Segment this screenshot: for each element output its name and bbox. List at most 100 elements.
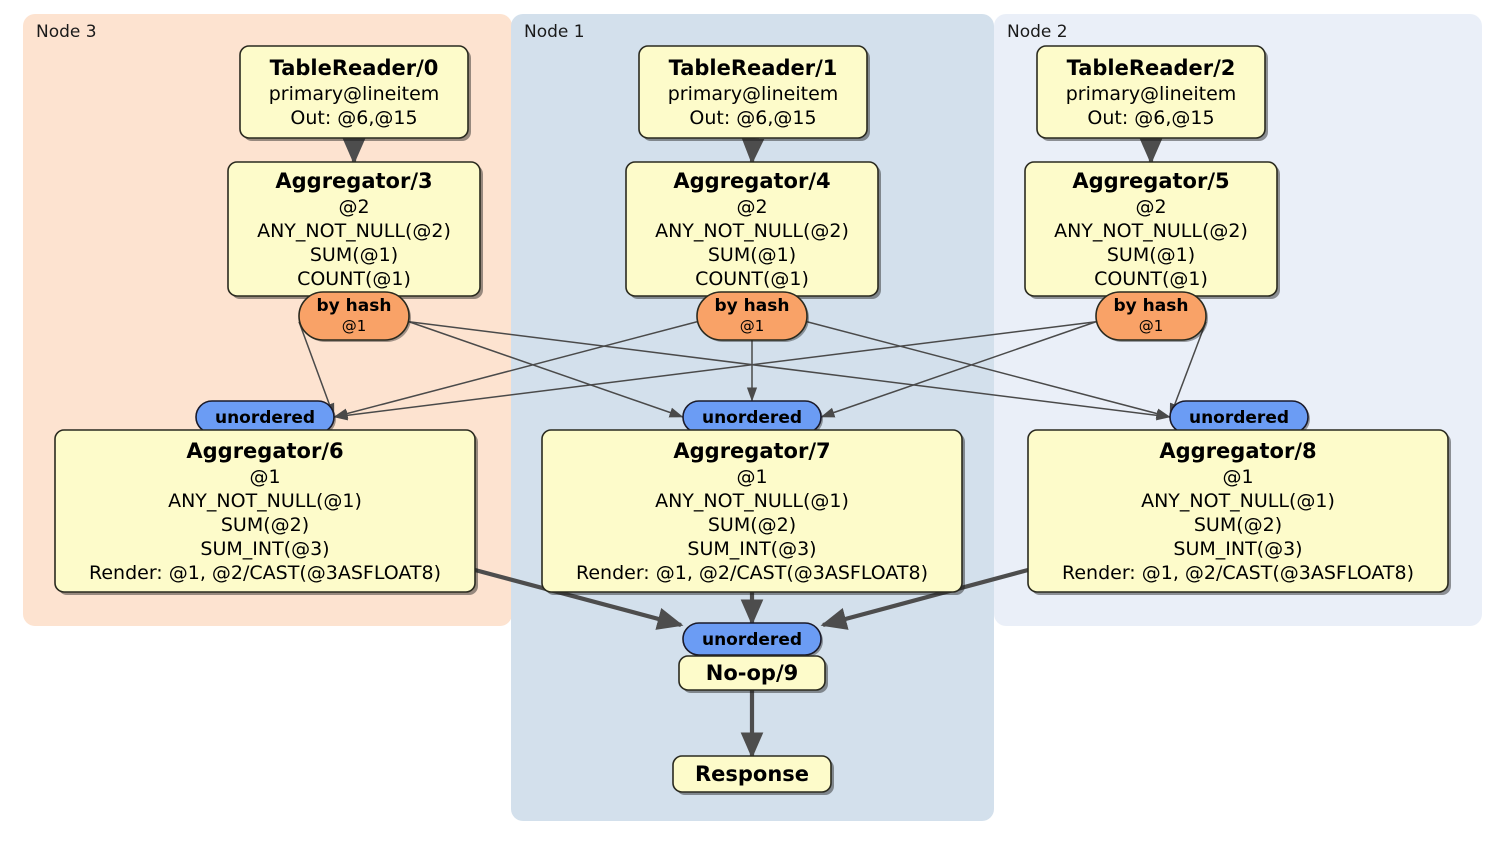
processor-detail-line: Out: @6,@15 [1087,107,1214,129]
processor-aggregator6[interactable]: Aggregator/6 @1ANY_NOT_NULL(@1)SUM(@2)SUM… [54,429,478,595]
processor-box[interactable] [678,655,826,691]
processor-title: TableReader/1 [669,56,838,80]
processor-aggregator4[interactable]: Aggregator/4 @2ANY_NOT_NULL(@2)SUM(@1)COU… [625,161,881,299]
processor-aggregator7[interactable]: Aggregator/7 @1ANY_NOT_NULL(@1)SUM(@2)SUM… [541,429,965,595]
processor-unordered8[interactable]: unordered [1169,400,1310,435]
processor-detail-line: SUM(@2) [221,514,309,536]
edge-byhash3-to-unordered7 [408,321,684,418]
processor-detail-line: Out: @6,@15 [290,107,417,129]
processor-detail-line: SUM_INT(@3) [200,538,329,560]
processor-title: No-op/9 [706,661,798,685]
processor-detail-line: primary@lineitem [1066,83,1237,105]
processor-detail-line: COUNT(@1) [1094,268,1208,290]
processor-title: Aggregator/3 [275,169,432,193]
processor-box[interactable] [1027,429,1449,593]
processor-detail-line: SUM(@2) [1194,514,1282,536]
edge-tablereader1-to-aggregator4 [741,137,765,165]
edge-byhash4-to-unordered8 [806,321,1171,419]
processor-title: Response [695,762,809,786]
pill-title: unordered [1189,408,1289,428]
edge-aggregator6-to-unordered9 [474,567,684,630]
processor-detail-line: @1 [249,466,280,488]
processor-detail-line: COUNT(@1) [297,268,411,290]
processor-detail-line: ANY_NOT_NULL(@1) [1141,490,1335,512]
processor-title: Aggregator/7 [673,439,830,463]
pill-title: unordered [702,408,802,428]
processor-box[interactable] [239,45,469,139]
region-label: Node 3 [36,22,97,42]
edge-byhash3-to-unordered8 [408,321,1171,421]
router-pill[interactable] [298,291,410,341]
processor-box[interactable] [1036,45,1266,139]
processor-box[interactable] [54,429,476,593]
processor-detail-line: Render: @1, @2/CAST(@3ASFLOAT8) [1062,562,1414,584]
processor-unordered9[interactable]: unordered [682,622,823,657]
processor-title: Aggregator/8 [1159,439,1316,463]
processor-aggregator5[interactable]: Aggregator/5@2ANY_NOT_NULL(@2)SUM(@1)COU… [1024,161,1280,299]
processor-detail-line: ANY_NOT_NULL(@1) [655,490,849,512]
pill-title: by hash [1114,296,1189,316]
processor-detail-line: SUM_INT(@3) [687,538,816,560]
processor-byhash5[interactable]: by hash@1 [1095,291,1208,342]
processor-detail-line: ANY_NOT_NULL(@1) [168,490,362,512]
processor-detail-line: Render: @1, @2/CAST(@3ASFLOAT8) [89,562,441,584]
pill-subtitle: @1 [1139,317,1164,335]
processor-title: Aggregator/5 [1072,169,1229,193]
processor-detail-line: SUM(@2) [708,514,796,536]
processor-detail-line: @1 [1222,466,1253,488]
processor-title: Aggregator/4 [673,169,830,193]
processor-box[interactable] [638,45,868,139]
processor-title: TableReader/2 [1067,56,1236,80]
pill-subtitle: @1 [342,317,367,335]
pill-title: unordered [702,630,802,650]
processor-detail-line: ANY_NOT_NULL(@2) [257,220,451,242]
pill-title: by hash [317,296,392,316]
processor-detail-line: primary@lineitem [269,83,440,105]
edge-layer [298,137,1207,759]
processor-box[interactable] [541,429,963,593]
edge-byhash5-to-unordered6 [333,321,1097,421]
region-label: Node 2 [1007,22,1068,42]
processor-detail-line: @2 [736,196,767,218]
processor-noop9[interactable]: No-op/9 [678,655,828,693]
processor-aggregator8[interactable]: Aggregator/8 @1ANY_NOT_NULL(@1)SUM(@2)SUM… [1027,429,1451,595]
edge-byhash3-to-unordered6 [298,321,335,418]
processor-title: Aggregator/6 [186,439,343,463]
edge-byhash4-to-unordered6 [333,321,698,419]
edge-aggregator8-to-unordered9 [820,567,1029,630]
processor-detail-line: Render: @1, @2/CAST(@3ASFLOAT8) [576,562,928,584]
processor-detail-line: ANY_NOT_NULL(@2) [655,220,849,242]
pill-subtitle: @1 [740,317,765,335]
processor-box[interactable] [672,755,832,793]
region-label: Node 1 [524,22,585,42]
processor-unordered7[interactable]: unordered [682,400,823,435]
router-pill[interactable] [696,291,808,341]
synchronizer-pill[interactable] [682,622,822,656]
edge-byhash5-to-unordered7 [820,321,1097,418]
processor-detail-line: primary@lineitem [668,83,839,105]
processor-detail-line: @2 [338,196,369,218]
processor-unordered6[interactable]: unordered [195,400,336,435]
processor-detail-line: SUM(@1) [1107,244,1195,266]
processor-detail-line: SUM_INT(@3) [1173,538,1302,560]
processor-detail-line: @1 [736,466,767,488]
processor-detail-line: SUM(@1) [310,244,398,266]
processor-response[interactable]: Response [672,755,834,795]
processor-detail-line: COUNT(@1) [695,268,809,290]
processor-title: TableReader/0 [270,56,439,80]
edge-byhash5-to-unordered8 [1169,321,1207,418]
processor-detail-line: @2 [1135,196,1166,218]
router-pill[interactable] [1095,291,1207,341]
pill-title: unordered [215,408,315,428]
processor-byhash3[interactable]: by hash@1 [298,291,411,342]
processor-detail-line: SUM(@1) [708,244,796,266]
processor-byhash4[interactable]: by hash@1 [696,291,809,342]
processor-aggregator3[interactable]: Aggregator/3 @2ANY_NOT_NULL(@2)SUM(@1)COU… [227,161,483,299]
pill-title: by hash [715,296,790,316]
